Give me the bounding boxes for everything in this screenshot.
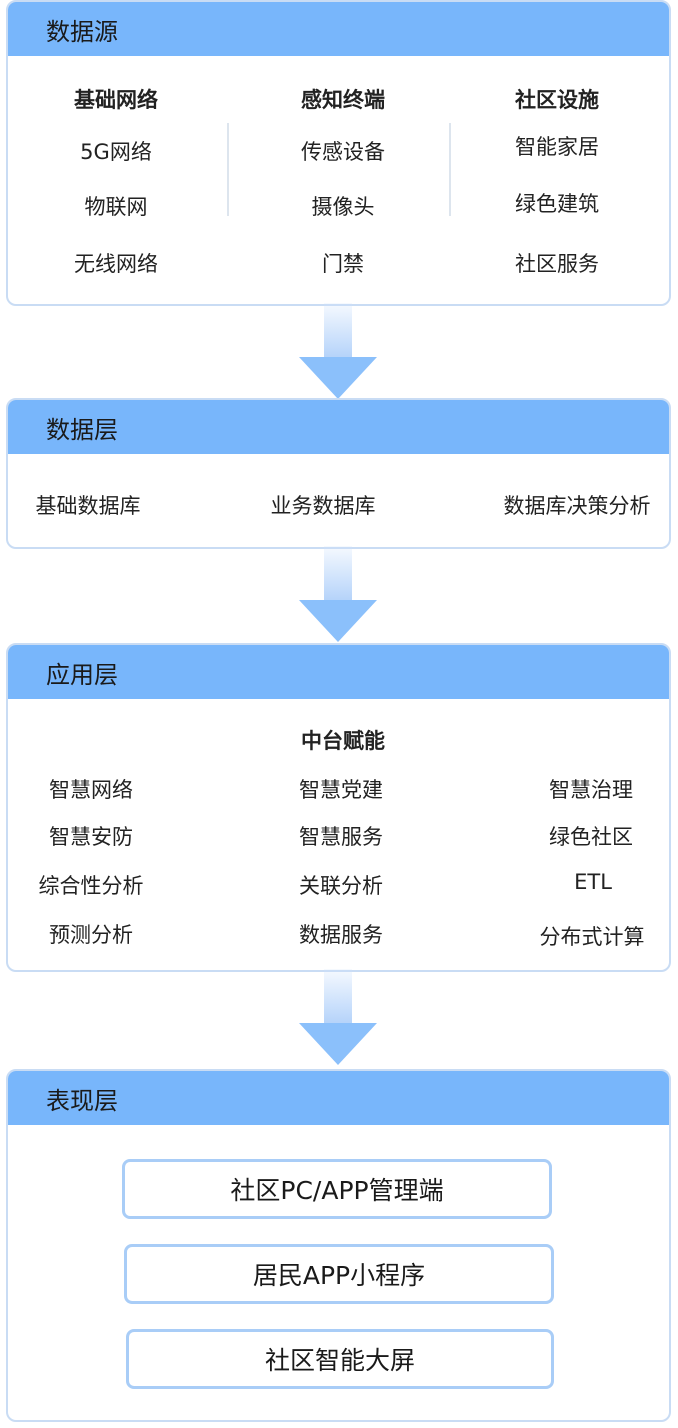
app-layer-header: 应用层 [8,645,669,699]
column-heading-facility: 社区设施 [515,88,599,112]
presentation-layer-panel: 表现层 社区PC/APP管理端 居民APP小程序 社区智能大屏 [6,1069,671,1422]
community-big-screen-button[interactable]: 社区智能大屏 [126,1329,554,1389]
app-item: 智慧党建 [299,778,383,802]
item-access-control: 门禁 [322,252,364,276]
center-heading: 中台赋能 [301,729,385,753]
item-community-service: 社区服务 [515,252,599,276]
app-item: 分布式计算 [539,925,645,949]
column-divider [227,123,229,216]
data-layer-item-decision-db: 数据库决策分析 [503,494,651,518]
app-item: 数据服务 [299,923,383,947]
flow-arrow-down [293,969,383,1065]
community-pc-app-admin-button[interactable]: 社区PC/APP管理端 [122,1159,552,1219]
app-item: 综合性分析 [38,874,144,898]
column-heading-terminal: 感知终端 [301,88,385,112]
resident-mini-program-button[interactable]: 居民APP小程序 [124,1244,554,1304]
app-item: 智慧治理 [549,778,633,802]
data-layer-header: 数据层 [8,400,669,454]
data-layer-panel: 数据层 基础数据库 业务数据库 数据库决策分析 [6,398,671,549]
item-camera: 摄像头 [311,195,375,219]
item-sensor-device: 传感设备 [301,140,385,164]
flow-arrow-down [293,303,383,399]
app-layer-title: 应用层 [46,660,118,689]
data-layer-item-basic-db: 基础数据库 [35,494,141,518]
presentation-layer-title: 表现层 [46,1086,118,1115]
app-item: 智慧服务 [299,825,383,849]
data-layer-item-business-db: 业务数据库 [270,494,376,518]
data-source-title: 数据源 [46,17,118,46]
app-item: 预测分析 [49,923,133,947]
item-green-building: 绿色建筑 [515,192,599,216]
app-item: 智慧安防 [49,825,133,849]
item-wireless-network: 无线网络 [74,252,158,276]
app-item: 关联分析 [299,874,383,898]
data-layer-title: 数据层 [46,415,118,444]
app-item: 智慧网络 [49,778,133,802]
item-iot: 物联网 [84,195,148,219]
column-heading-network: 基础网络 [74,88,158,112]
column-divider [449,123,451,216]
item-smart-home: 智能家居 [515,135,599,159]
flow-arrow-down [293,546,383,642]
data-source-panel: 数据源 基础网络 5G网络 物联网 无线网络 感知终端 传感设备 摄像头 门禁 … [6,0,671,306]
app-item: 绿色社区 [549,825,633,849]
data-source-header: 数据源 [8,2,669,56]
presentation-layer-header: 表现层 [8,1071,669,1125]
item-5g-network: 5G网络 [80,140,152,164]
app-item: ETL [574,870,612,894]
app-layer-panel: 应用层 中台赋能 智慧网络 智慧党建 智慧治理 智慧安防 智慧服务 绿色社区 综… [6,643,671,972]
